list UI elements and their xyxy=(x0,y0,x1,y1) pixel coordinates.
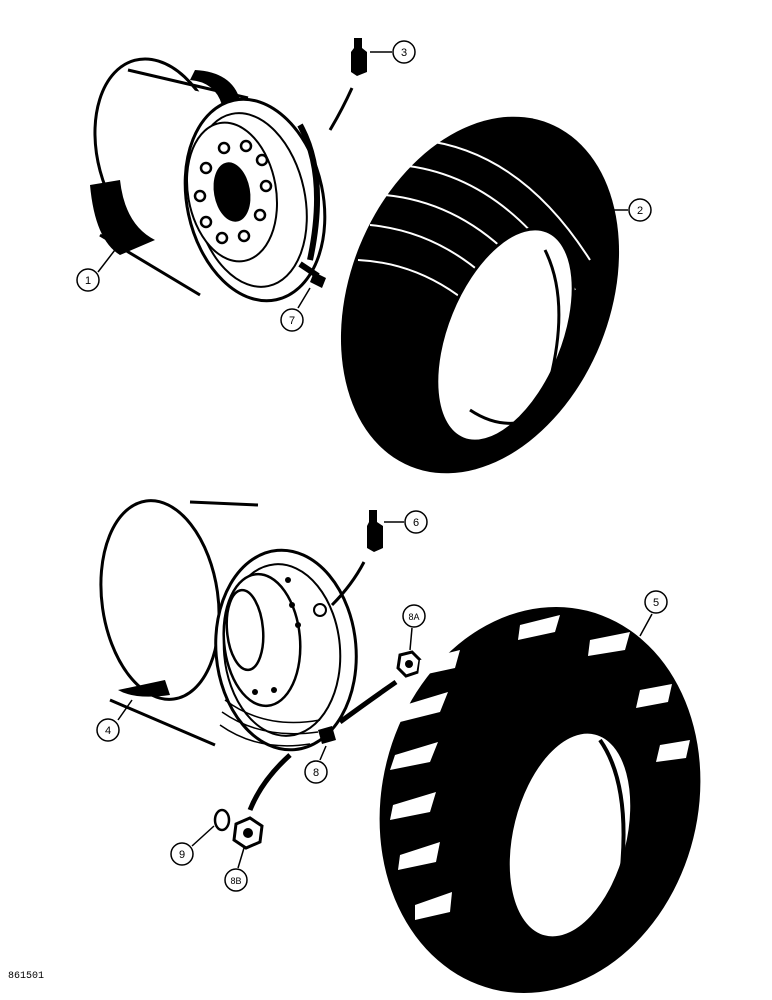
callout-3-label: 3 xyxy=(401,47,407,59)
callout-4: 4 xyxy=(96,699,133,742)
callout-1-label: 1 xyxy=(85,275,91,287)
callout-8b: 8B xyxy=(224,847,248,892)
wheel-stud xyxy=(318,726,336,744)
wheel-nut-8b xyxy=(232,753,292,850)
callout-8: 8 xyxy=(304,745,328,784)
industrial-lug-tire xyxy=(379,606,701,994)
callout-5: 5 xyxy=(639,590,668,637)
callout-9-label: 9 xyxy=(179,849,185,861)
callout-7-label: 7 xyxy=(289,315,295,327)
callout-7: 7 xyxy=(280,287,311,332)
callout-2: 2 xyxy=(614,198,652,222)
washer xyxy=(213,808,231,832)
callout-5-label: 5 xyxy=(653,597,659,609)
lug-bolt xyxy=(298,261,326,288)
upper-valve-stem xyxy=(328,38,367,131)
figure-id: 861501 xyxy=(8,971,44,982)
callout-1: 1 xyxy=(76,245,119,292)
callout-8b-label: 8B xyxy=(230,876,241,886)
wheel-nut-8a xyxy=(338,650,422,725)
callout-6: 6 xyxy=(384,510,428,534)
callout-9: 9 xyxy=(170,825,215,866)
callout-8a-label: 8A xyxy=(408,612,419,622)
callout-2-label: 2 xyxy=(637,205,643,217)
highway-tire xyxy=(340,116,620,474)
callout-6-label: 6 xyxy=(413,517,419,529)
callout-3: 3 xyxy=(370,40,416,64)
upper-wheel-rim xyxy=(90,57,327,303)
callout-4-label: 4 xyxy=(105,725,111,737)
callout-8-label: 8 xyxy=(313,767,319,779)
lower-wheel-rim xyxy=(99,499,358,752)
lower-valve-stem xyxy=(330,510,383,607)
callout-8a: 8A xyxy=(402,604,426,651)
